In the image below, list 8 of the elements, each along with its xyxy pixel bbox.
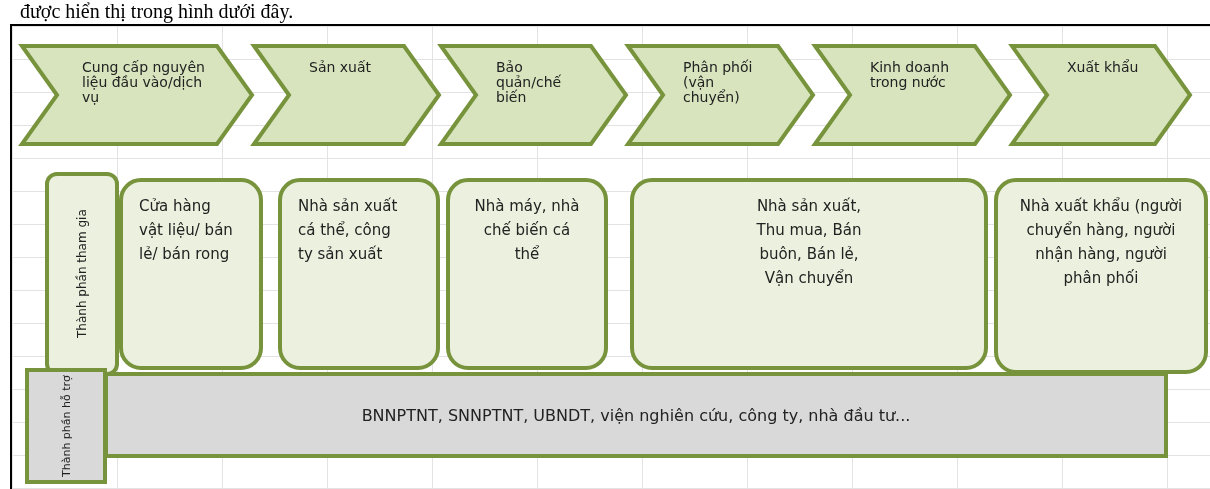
actor-box: Cửa hàng vật liệu/ bán lẻ/ bán rong <box>119 178 263 370</box>
text-line: được hiển thị trong hình dưới đây. <box>20 0 294 22</box>
actor-box: Nhà sản xuất cá thể, công ty sản xuất <box>278 178 440 370</box>
actor-box: Nhà sản xuất, Thu mua, Bán buôn, Bán lẻ, Vận chuyển <box>630 178 988 370</box>
support-bar: BNNPTNT, SNNPTNT, UBNDT, viện nghiên cứu, công ty, nhà đầu tư... <box>104 372 1168 458</box>
actor-box: Nhà máy, nhà chế biến cá thể <box>446 178 608 370</box>
row-header: Thành phần hỗ trợ <box>25 368 107 484</box>
actor-box: Nhà xuất khẩu (người chuyển hàng, người nhận hàng, người phân phối <box>994 178 1208 374</box>
